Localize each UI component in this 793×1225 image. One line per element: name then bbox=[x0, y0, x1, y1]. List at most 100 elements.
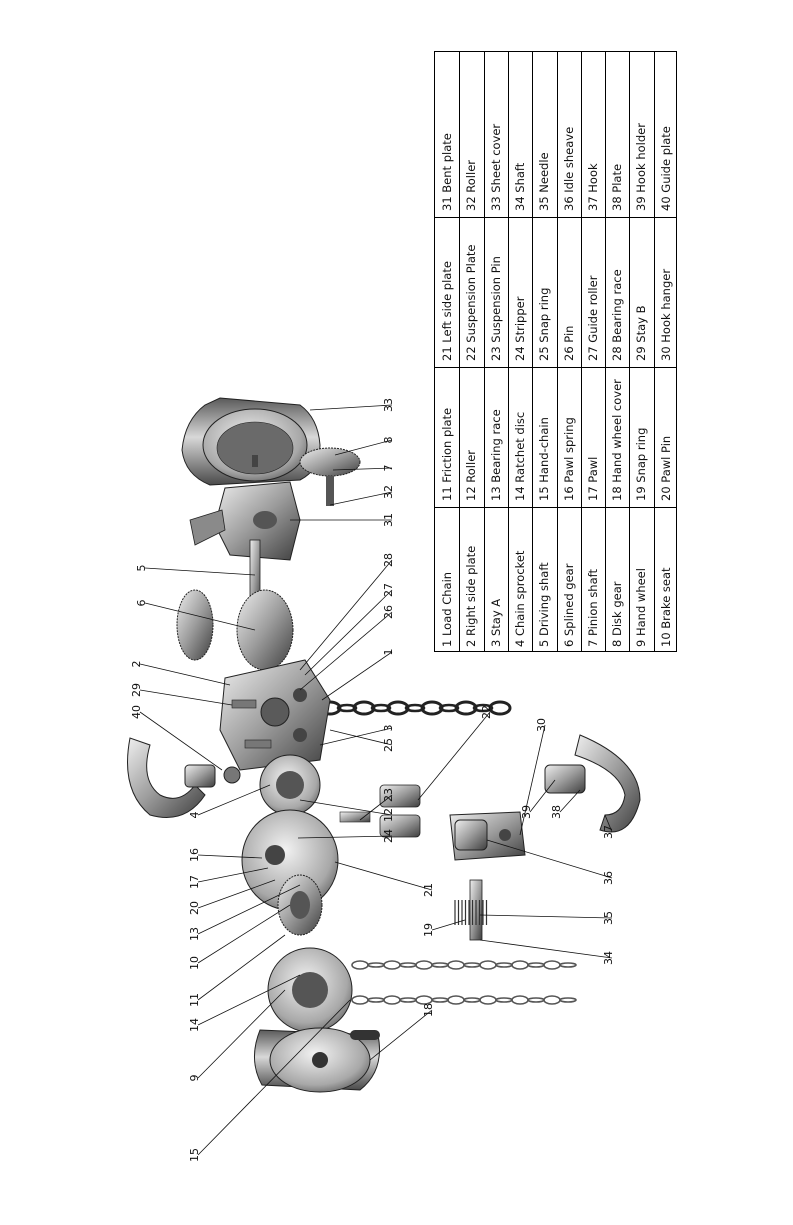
hand-chain-link bbox=[415, 960, 433, 970]
parts-table-cell: 13 Bearing race bbox=[488, 409, 503, 501]
hand-chain-link bbox=[463, 962, 481, 968]
parts-table-cell: 39 Hook holder bbox=[634, 123, 649, 211]
callout-number: 23 bbox=[382, 788, 395, 802]
table-column-border bbox=[532, 52, 534, 651]
load-chain-link bbox=[488, 700, 512, 716]
callout-number: 26 bbox=[382, 605, 395, 619]
callout-leader-line bbox=[309, 404, 393, 411]
hand-chain-link bbox=[383, 960, 401, 970]
chain-sprocket-part bbox=[255, 754, 321, 852]
callout-number: 30 bbox=[535, 718, 548, 732]
parts-table-cell: 23 Suspension Pin bbox=[488, 256, 503, 361]
callout-number: 32 bbox=[382, 485, 395, 499]
load-chain-link bbox=[472, 703, 494, 713]
callout-leader-line bbox=[299, 559, 393, 671]
load-chain-link bbox=[454, 700, 478, 716]
parts-table-cell: 30 Hook hanger bbox=[658, 268, 673, 361]
parts-table-cell: 31 Bent plate bbox=[440, 133, 454, 211]
callout-leader-line bbox=[197, 989, 286, 1079]
parts-table-cell: 21 Left side plate bbox=[440, 261, 454, 361]
hand-chain-link bbox=[543, 995, 561, 1005]
parts-table-cell: 1 Load Chain bbox=[440, 571, 454, 647]
hand-chain-link bbox=[463, 997, 481, 1003]
callout-leader-line bbox=[319, 727, 393, 746]
parts-table-cell: 19 Snap ring bbox=[634, 427, 649, 501]
callout-number: 11 bbox=[188, 993, 201, 1007]
parts-table-cell: 11 Friction plate bbox=[440, 407, 454, 501]
callout-leader-line bbox=[197, 867, 269, 883]
load-chain-link bbox=[318, 700, 342, 716]
callout-number: 4 bbox=[188, 812, 201, 819]
table-column-border bbox=[653, 52, 655, 651]
parts-table-cell: 22 Suspension Plate bbox=[464, 244, 479, 361]
callout-number: 29 bbox=[130, 683, 143, 697]
callout-number: 33 bbox=[382, 398, 395, 412]
parts-table-cell: 6 Splined gear bbox=[561, 563, 576, 647]
callout-leader-line bbox=[431, 919, 466, 931]
callout-number: 16 bbox=[188, 848, 201, 862]
sheet-cover-part bbox=[181, 397, 321, 486]
hand-chain-link bbox=[511, 995, 529, 1005]
callout-leader-line bbox=[299, 799, 393, 816]
callout-number: 36 bbox=[602, 871, 615, 885]
callout-number: 2 bbox=[130, 661, 143, 668]
hand-chain-link bbox=[527, 962, 545, 968]
parts-table-cell: 14 Ratchet disc bbox=[512, 411, 527, 501]
load-chain-link bbox=[370, 703, 392, 713]
parts-table-cell: 4 Chain sprocket bbox=[512, 550, 527, 647]
callout-leader-line bbox=[332, 467, 393, 471]
callout-leader-line bbox=[144, 567, 256, 576]
hand-chain-drawing bbox=[351, 960, 577, 1005]
callout-number: 40 bbox=[130, 705, 143, 719]
callout-leader-line bbox=[529, 779, 556, 813]
parts-table-cell: 15 Hand-chain bbox=[537, 417, 552, 501]
callout-leader-line bbox=[604, 814, 613, 833]
hand-chain-link bbox=[559, 962, 577, 968]
parts-table-cell: 24 Stripper bbox=[512, 296, 527, 361]
parts-table-cell: 17 Pawl bbox=[585, 456, 600, 501]
callout-number: 7 bbox=[382, 465, 395, 472]
parts-table-cell: 35 Needle bbox=[537, 152, 552, 211]
hand-chain-link bbox=[527, 997, 545, 1003]
callout-leader-line bbox=[369, 1009, 433, 1061]
callout-leader-line bbox=[329, 729, 393, 746]
parts-table-cell: 38 Plate bbox=[610, 163, 625, 211]
table-column-border bbox=[580, 52, 582, 651]
callout-number: 28 bbox=[382, 553, 395, 567]
table-group-border bbox=[435, 217, 676, 218]
table-column-border bbox=[556, 52, 558, 651]
hand-wheel-part bbox=[267, 947, 353, 1033]
load-chain-link bbox=[336, 703, 358, 713]
parts-table-cell: 29 Stay B bbox=[634, 305, 649, 362]
parts-table-cell: 10 Brake seat bbox=[658, 567, 673, 647]
callout-leader-line bbox=[139, 711, 223, 771]
hand-chain-link bbox=[431, 962, 449, 968]
table-group-border bbox=[435, 367, 676, 368]
callout-leader-line bbox=[139, 689, 233, 706]
hand-chain-link bbox=[351, 960, 369, 970]
callout-number: 27 bbox=[382, 583, 395, 597]
table-column-border bbox=[459, 52, 461, 651]
parts-table-cell: 12 Roller bbox=[464, 450, 479, 501]
callout-number: 31 bbox=[382, 513, 395, 527]
parts-table-cell: 9 Hand wheel bbox=[634, 568, 649, 647]
hand-chain-link bbox=[367, 997, 385, 1003]
callout-leader-line bbox=[197, 884, 301, 935]
hand-chain-link bbox=[495, 997, 513, 1003]
parts-table-cell: 18 Hand wheel cover bbox=[610, 379, 625, 501]
callout-number: 34 bbox=[602, 951, 615, 965]
callout-leader-line bbox=[144, 602, 256, 631]
table-column-border bbox=[605, 52, 607, 651]
callout-number: 10 bbox=[188, 956, 201, 970]
parts-table-cell: 40 Guide plate bbox=[658, 126, 673, 211]
callout-leader-line bbox=[197, 934, 286, 1001]
hand-chain-link bbox=[559, 997, 577, 1003]
callout-leader-line bbox=[417, 711, 491, 801]
hand-chain-link bbox=[511, 960, 529, 970]
brake-seat-part bbox=[277, 874, 323, 936]
callout-leader-line bbox=[334, 439, 393, 456]
load-chain-link bbox=[352, 700, 376, 716]
parts-table-cell: 36 Idle sheave bbox=[561, 126, 576, 211]
load-chain-drawing bbox=[318, 700, 512, 716]
